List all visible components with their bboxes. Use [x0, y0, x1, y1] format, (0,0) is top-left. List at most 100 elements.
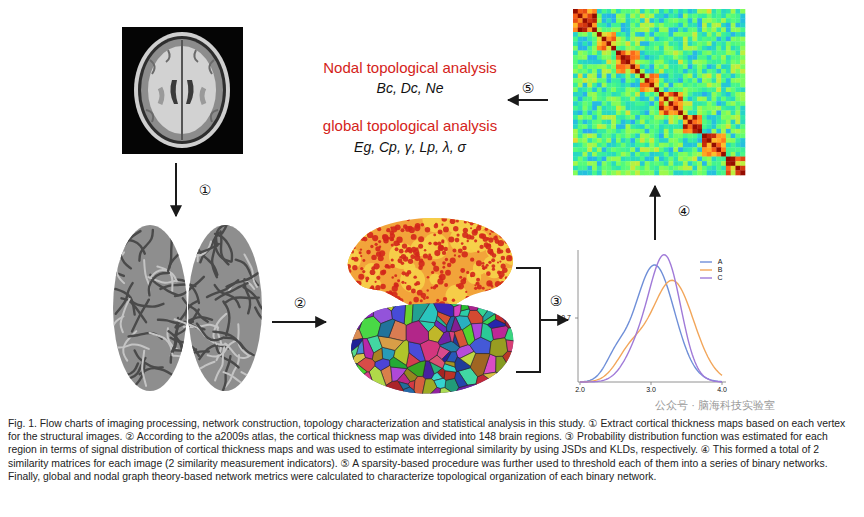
matrix-cell [645, 27, 650, 32]
matrix-cell [721, 134, 726, 139]
thickness-spot [377, 227, 381, 231]
matrix-cell [635, 14, 640, 19]
matrix-cell [654, 41, 659, 46]
matrix-cell [578, 83, 583, 88]
matrix-cell [611, 32, 616, 37]
brain-region [346, 298, 361, 313]
matrix-cell [659, 134, 664, 139]
matrix-cell [640, 27, 645, 32]
gyrus-line [223, 372, 251, 393]
matrix-cell [611, 115, 616, 120]
mri-skull [138, 36, 226, 144]
matrix-cell [587, 161, 592, 166]
matrix-cell [740, 9, 745, 14]
thickness-spot [507, 240, 512, 245]
matrix-cell [573, 110, 578, 115]
matrix-cell [731, 115, 736, 120]
matrix-cell [616, 92, 621, 97]
matrix-cell [578, 161, 583, 166]
gyrus-line [218, 202, 227, 233]
matrix-cell [735, 157, 740, 162]
matrix-cell [731, 92, 736, 97]
matrix-cell [697, 32, 702, 37]
matrix-cell [583, 157, 588, 162]
matrix-cell [721, 120, 726, 125]
gyrus-line [181, 362, 215, 371]
thickness-spot [352, 246, 355, 249]
matrix-cell [735, 46, 740, 51]
thickness-spot [441, 241, 444, 244]
matrix-cell [654, 157, 659, 162]
matrix-cell [669, 97, 674, 102]
matrix-cell [735, 138, 740, 143]
matrix-cell [740, 14, 745, 19]
gyrus-line [225, 297, 259, 303]
thickness-spot [441, 216, 447, 222]
matrix-cell [688, 129, 693, 134]
matrix-cell [630, 46, 635, 51]
matrix-cell [573, 27, 578, 32]
matrix-cell [649, 134, 654, 139]
matrix-cell [635, 170, 640, 175]
thickness-spot [477, 251, 479, 253]
matrix-cell [597, 23, 602, 28]
matrix-cell [645, 143, 650, 148]
matrix-cell [716, 74, 721, 79]
matrix-cell [669, 152, 674, 157]
matrix-cell [635, 18, 640, 23]
matrix-cell [583, 143, 588, 148]
thickness-spot [426, 296, 429, 299]
thickness-spot [467, 240, 469, 242]
matrix-cell [616, 23, 621, 28]
matrix-cell [673, 60, 678, 65]
matrix-cell [673, 115, 678, 120]
matrix-cell [692, 41, 697, 46]
thickness-spot [433, 286, 437, 290]
brain-region [455, 371, 468, 387]
mri-background [122, 27, 243, 154]
thickness-spot [490, 228, 495, 233]
matrix-cell [654, 83, 659, 88]
matrix-cell [673, 92, 678, 97]
matrix-cell [645, 23, 650, 28]
matrix-cell [654, 106, 659, 111]
matrix-cell [678, 27, 683, 32]
matrix-cell [692, 138, 697, 143]
matrix-cell [697, 166, 702, 171]
matrix-cell [731, 83, 736, 88]
matrix-cell [635, 74, 640, 79]
matrix-cell [654, 97, 659, 102]
matrix-cell [731, 138, 736, 143]
thickness-spot [366, 297, 372, 303]
matrix-cell [573, 9, 578, 14]
matrix-cell [630, 170, 635, 175]
matrix-cell [683, 110, 688, 115]
matrix-cell [683, 69, 688, 74]
thickness-spot [437, 278, 443, 284]
matrix-cell [697, 60, 702, 65]
matrix-cell [635, 152, 640, 157]
matrix-cell [573, 138, 578, 143]
legend-line [700, 261, 712, 262]
matrix-cell [735, 74, 740, 79]
thickness-spot [380, 303, 385, 308]
matrix-cell [683, 27, 688, 32]
matrix-cell [606, 64, 611, 69]
matrix-cell [573, 115, 578, 120]
gyrus-line [171, 356, 196, 376]
matrix-cell [592, 138, 597, 143]
matrix-cell [654, 51, 659, 56]
thickness-spot [453, 212, 459, 218]
matrix-cell [707, 166, 712, 171]
matrix-cell [716, 124, 721, 129]
matrix-cell [606, 134, 611, 139]
matrix-cell [740, 64, 745, 69]
thickness-spot [410, 254, 415, 259]
matrix-cell [606, 101, 611, 106]
thickness-spot [478, 303, 482, 307]
matrix-cell [635, 157, 640, 162]
matrix-cell [740, 152, 745, 157]
matrix-cell [640, 18, 645, 23]
matrix-cell [726, 51, 731, 56]
matrix-cell [606, 9, 611, 14]
